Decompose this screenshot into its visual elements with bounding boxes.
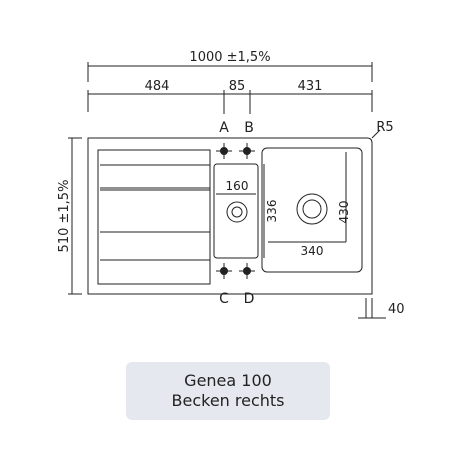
small-bowl-width-label: 160 <box>226 179 249 193</box>
small-bowl-drain <box>226 201 248 223</box>
large-bowl-drain <box>296 193 328 225</box>
overall-depth-label: 510 ±1,5% <box>57 180 72 253</box>
large-bowl <box>261 147 363 273</box>
sink-outline <box>87 137 373 295</box>
corner-radius-label: R5 <box>376 120 393 135</box>
hole-c-label: C <box>219 291 229 307</box>
model-name: Genea 100 <box>184 371 272 390</box>
right-section-label: 431 <box>298 79 323 94</box>
model-caption: Genea 100 Becken rechts <box>126 362 330 420</box>
left-section-label: 484 <box>145 79 170 94</box>
large-bowl-depth-label: 430 <box>337 201 351 224</box>
small-bowl <box>213 163 259 259</box>
overall-width-label: 1000 ±1,5% <box>189 50 270 65</box>
drainer-outline <box>97 149 211 285</box>
hole-b-label: B <box>244 120 254 136</box>
model-variant: Becken rechts <box>171 391 285 410</box>
hole-d-label: D <box>244 291 255 307</box>
middle-section-label: 85 <box>229 79 246 94</box>
thickness-label: 40 <box>388 302 405 317</box>
small-bowl-depth-label: 336 <box>265 200 279 223</box>
large-bowl-width-label: 340 <box>301 244 324 258</box>
hole-a-label: A <box>219 120 229 136</box>
